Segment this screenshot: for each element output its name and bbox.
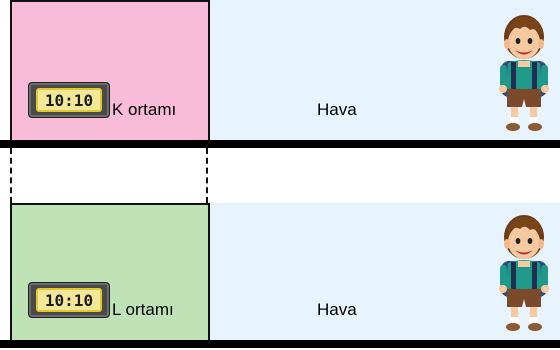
- dashed-guide-left: [10, 148, 12, 203]
- air-label: Hava: [317, 100, 357, 119]
- room-k: [10, 0, 210, 140]
- clock-display: 10:10: [36, 288, 102, 312]
- digital-clock-icon: 10:10: [28, 282, 110, 318]
- dashed-guide-right: [206, 148, 208, 203]
- room-l: [10, 203, 210, 340]
- floor-line: [0, 340, 560, 348]
- room-k-label: K ortamı: [112, 100, 177, 119]
- setup-l: 10:10 L ortamı Hava: [0, 203, 560, 348]
- digital-clock-icon: 10:10: [28, 82, 110, 118]
- schoolboy-icon: [499, 15, 549, 131]
- setup-k: 10:10 K ortamı Hava: [0, 0, 560, 148]
- floor-line: [0, 140, 560, 148]
- air-label: Hava: [317, 300, 357, 319]
- schoolboy-icon: [499, 215, 549, 331]
- room-l-label: L ortamı: [112, 300, 174, 319]
- clock-display: 10:10: [36, 88, 102, 112]
